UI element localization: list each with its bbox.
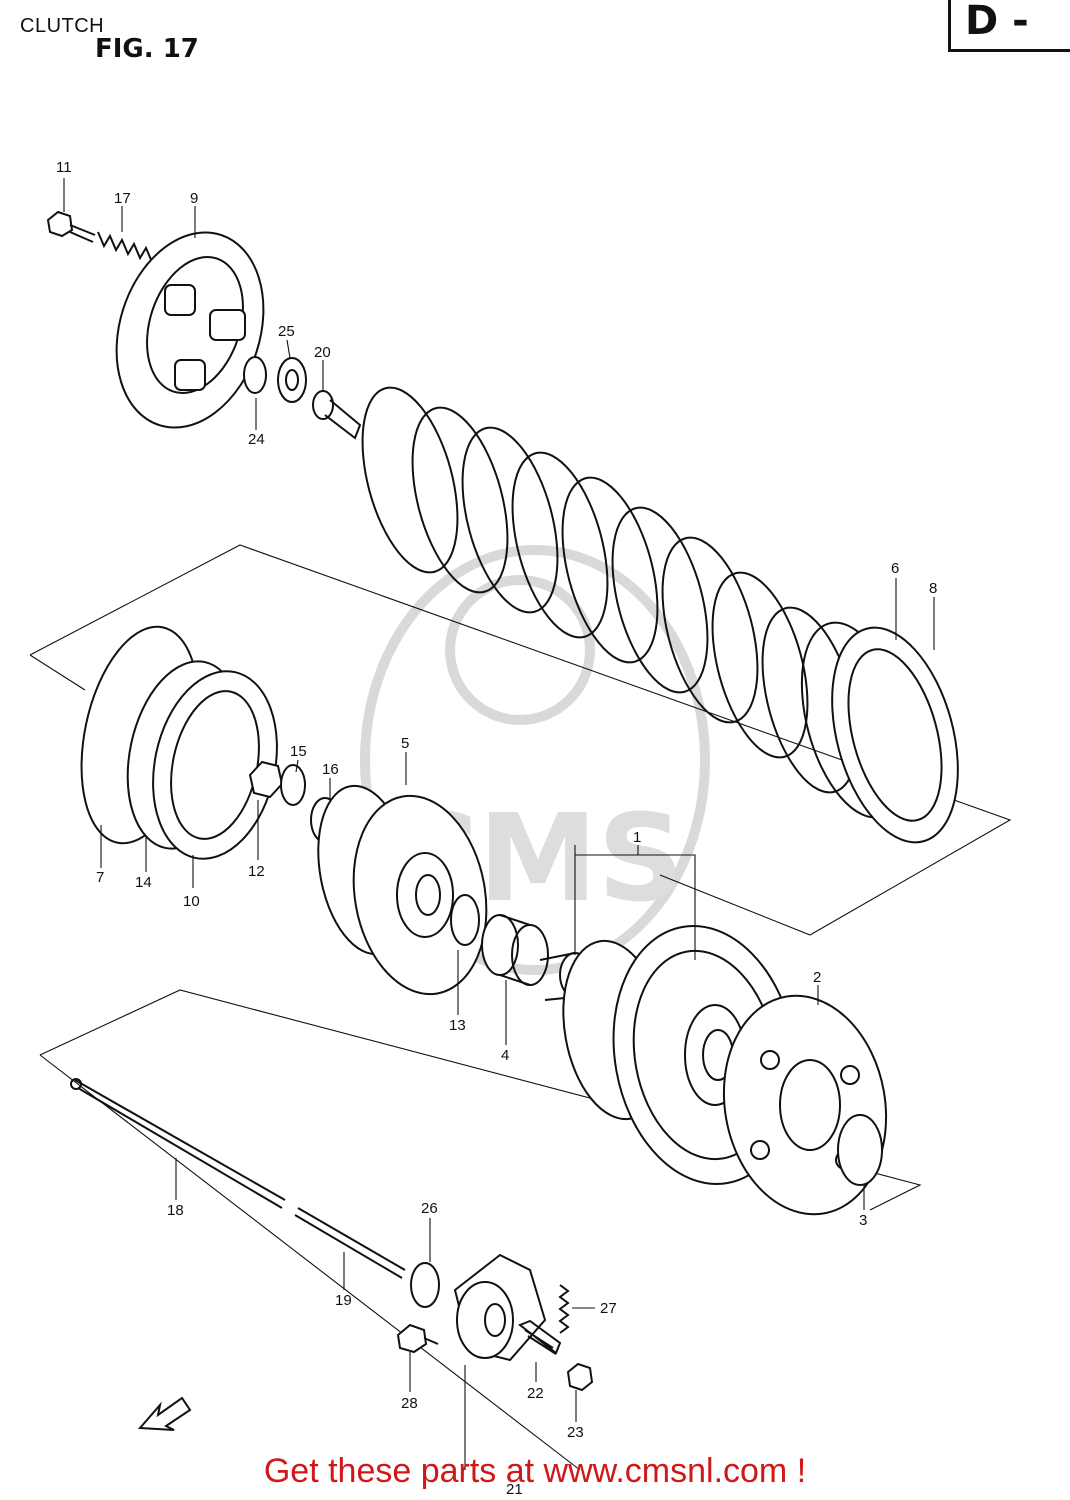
part-23-lock-nut (566, 1362, 594, 1392)
part-25-bearing (277, 357, 307, 403)
front-direction-arrow-icon (137, 1396, 192, 1431)
callout-7: 7 (96, 869, 104, 886)
callout-13: 13 (449, 1017, 466, 1034)
callout-19: 19 (335, 1292, 352, 1309)
sheet-code-box (948, 0, 1070, 52)
part-5-clutch-hub (317, 784, 488, 996)
part-9-pressure-plate (115, 231, 265, 429)
part-21-clutch-release (453, 1253, 547, 1362)
part-13-thrust-washer (450, 894, 480, 946)
part-19-push-rod (294, 1207, 406, 1279)
part-26-oil-seal (410, 1262, 440, 1308)
sheet-code: D - (965, 0, 1029, 44)
callout-18: 18 (167, 1202, 184, 1219)
part-24-washer (243, 356, 267, 394)
callout-6: 6 (891, 560, 899, 577)
callout-27: 27 (600, 1300, 617, 1317)
assembly-outlines (29, 544, 1012, 1471)
part-8-driven-plate (831, 626, 959, 844)
leader-lines (63, 178, 935, 1470)
callout-14: 14 (135, 874, 152, 891)
part-27-return-spring (558, 1284, 570, 1334)
part-4-needle-bearing (481, 914, 549, 986)
callout-23: 23 (567, 1424, 584, 1441)
part-18-push-rod (70, 1078, 286, 1209)
callout-20: 20 (314, 344, 331, 361)
part-22-adjust-screw (518, 1319, 562, 1355)
callout-24: 24 (248, 431, 265, 448)
part-17-spring (97, 231, 153, 263)
callout-10: 10 (183, 893, 200, 910)
callout-1: 1 (633, 829, 641, 846)
footer-parts-link[interactable]: Get these parts at www.cmsnl.com ! (263, 1452, 807, 1490)
part-3-thrust-washer (837, 1114, 883, 1186)
figure-title: FIG. 17 (95, 34, 199, 64)
callout-labels: 11 17 9 25 20 24 6 8 7 14 10 15 16 12 5 … (56, 159, 937, 1498)
callout-15: 15 (290, 743, 307, 760)
callout-9: 9 (190, 190, 198, 207)
callout-21: 21 (506, 1481, 523, 1498)
callout-12: 12 (248, 863, 265, 880)
callout-3: 3 (859, 1212, 867, 1229)
clutch-plate-stack (361, 386, 859, 794)
callout-5: 5 (401, 735, 409, 752)
callout-2: 2 (813, 969, 821, 986)
callout-22: 22 (527, 1385, 544, 1402)
part-11-bolt (46, 210, 96, 243)
callout-4: 4 (501, 1047, 509, 1064)
section-caption: CLUTCH (20, 15, 105, 37)
part-15-washer (280, 764, 306, 806)
part-20-push-piece (312, 390, 362, 440)
callout-8: 8 (929, 580, 937, 597)
callout-26: 26 (421, 1200, 438, 1217)
callout-17: 17 (114, 190, 131, 207)
callout-25: 25 (278, 323, 295, 340)
part-28-bolt (396, 1323, 439, 1354)
callout-28: 28 (401, 1395, 418, 1412)
callout-16: 16 (322, 761, 339, 778)
callout-11: 11 (56, 159, 72, 176)
